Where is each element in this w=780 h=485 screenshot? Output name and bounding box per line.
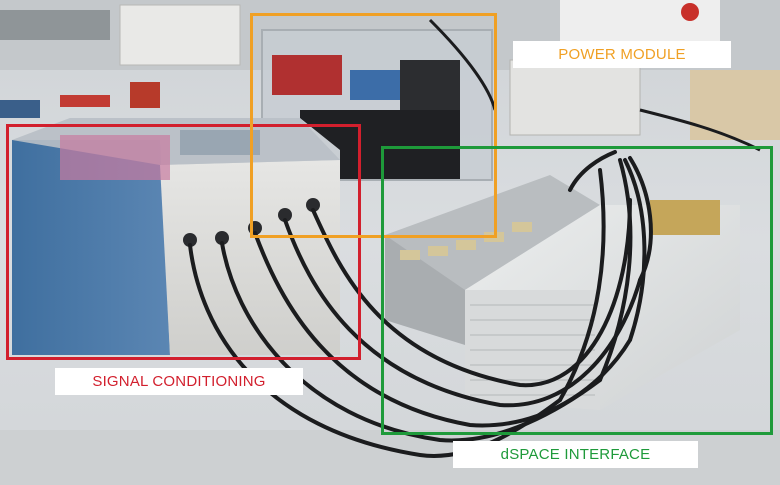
signal-conditioning-box	[6, 124, 361, 360]
signal-conditioning-label: SIGNAL CONDITIONING	[55, 368, 303, 395]
dspace-interface-label: dSPACE INTERFACE	[453, 441, 698, 468]
power-module-label: POWER MODULE	[513, 41, 731, 68]
dspace-interface-box	[381, 146, 773, 435]
power-module-box	[250, 13, 497, 238]
